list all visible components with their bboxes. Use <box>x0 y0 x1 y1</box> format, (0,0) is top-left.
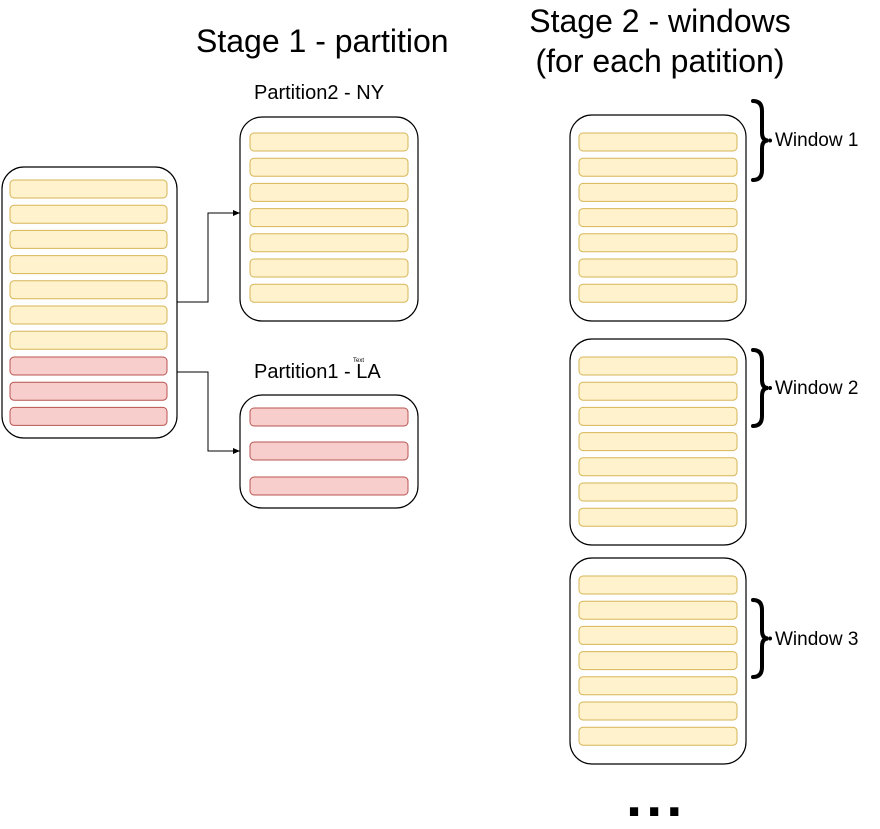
window-3-row-4 <box>578 651 738 671</box>
containers <box>1 114 747 765</box>
window-1-row-3 <box>578 182 738 202</box>
source-yellow-row-6 <box>9 305 168 325</box>
window-3-brace-tip <box>768 636 772 641</box>
source-yellow-row-2 <box>9 204 168 224</box>
partition-ny-row-7 <box>249 283 409 303</box>
window-1-row-4 <box>578 208 738 228</box>
ellipsis: ... <box>626 764 687 829</box>
window-1-row-2 <box>578 157 738 177</box>
connectors <box>177 210 240 454</box>
window-2-row-1 <box>578 356 738 376</box>
partition-la-row-2 <box>249 441 409 461</box>
partition-la-row-1 <box>249 407 409 427</box>
arrow-to-ny <box>177 210 240 303</box>
window-3-row-1 <box>578 575 738 595</box>
source-red-row-2 <box>9 381 168 401</box>
partition-ny-label: Partition2 - NY <box>254 82 385 104</box>
arrow-to-la <box>177 371 240 454</box>
partition-ny-row-2 <box>249 157 409 177</box>
window-1-row-6 <box>578 258 738 278</box>
window-2-row-2 <box>578 381 738 401</box>
window-3-brace <box>751 598 769 679</box>
partition-ny-row-5 <box>249 233 409 253</box>
source-red-row-1 <box>9 356 168 376</box>
window-3-row-7 <box>578 726 738 746</box>
window-3-label: Window 3 <box>775 629 859 650</box>
window-3-row-6 <box>578 701 738 721</box>
braces <box>751 99 772 679</box>
source-yellow-row-3 <box>9 229 168 249</box>
window-1-label: Window 1 <box>775 130 859 151</box>
partition-ny-row-3 <box>249 182 409 202</box>
window-2-row-3 <box>578 406 738 426</box>
source-red-row-3 <box>9 406 168 426</box>
stray-text-label: Text <box>353 358 365 364</box>
window-2-row-7 <box>578 507 738 527</box>
stage2-title-line2: (for each patition) <box>535 43 785 79</box>
window-1-brace <box>751 99 769 182</box>
stage1-title: Stage 1 - partition <box>196 23 449 59</box>
window-1-brace-tip <box>768 138 772 143</box>
window-3-row-3 <box>578 625 738 645</box>
window-1-row-1 <box>578 132 738 152</box>
source-yellow-row-7 <box>9 330 168 350</box>
window-3-row-2 <box>578 600 738 620</box>
stage2-title-line1: Stage 2 - windows <box>529 3 791 39</box>
partition-la-row-3 <box>249 476 409 496</box>
window-2-row-5 <box>578 457 738 477</box>
window-2-brace-tip <box>768 386 772 390</box>
window-2-label: Window 2 <box>775 378 859 399</box>
window-2-brace <box>751 348 769 428</box>
source-yellow-row-1 <box>9 179 168 199</box>
window-3-row-5 <box>578 676 738 696</box>
partition-ny-row-6 <box>249 258 409 278</box>
partition-ny-row-4 <box>249 208 409 228</box>
partition-la-label: Partition1 - LA <box>254 361 381 383</box>
partition-ny-row-1 <box>249 132 409 152</box>
window-2-row-4 <box>578 432 738 452</box>
source-yellow-row-5 <box>9 280 168 300</box>
window-1-row-5 <box>578 233 738 253</box>
window-1-row-7 <box>578 283 738 303</box>
window-2-row-6 <box>578 482 738 502</box>
source-yellow-row-4 <box>9 255 168 275</box>
